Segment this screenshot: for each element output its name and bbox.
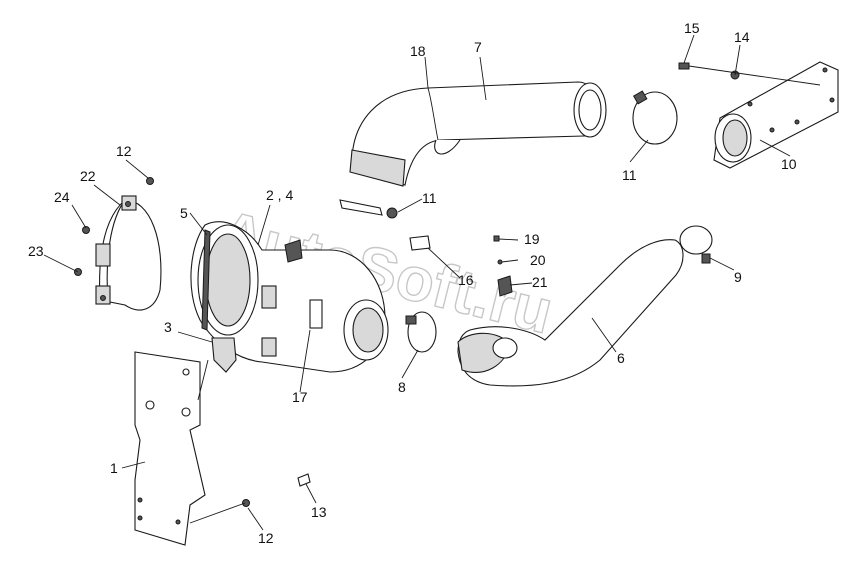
intake-hose-upper [349,81,607,187]
callout-5: 5 [180,205,188,221]
callout-23: 23 [28,243,44,259]
sensor-hardware [409,235,513,297]
callout-8: 8 [398,379,406,395]
dust-valve [211,337,237,373]
air-cleaner-housing [190,221,389,373]
callout-14: 14 [734,29,750,45]
hose-clamp-small [339,199,398,219]
callout-11-lower: 11 [422,190,437,206]
leader-lines [43,34,791,531]
callout-18: 18 [410,43,426,59]
mounting-band [74,177,162,311]
lower-fasteners [242,473,311,507]
callout-12-upper: 12 [116,143,132,159]
hose-clamp-upper [632,90,678,145]
callout-24: 24 [54,189,70,205]
callout-11-upper: 11 [622,167,637,183]
callout-17: 17 [292,389,308,405]
callout-2-4: 2 , 4 [266,187,293,203]
callout-19: 19 [524,231,540,247]
flange-plate [713,61,839,169]
callout-10: 10 [781,156,797,172]
mounting-bracket [134,351,206,546]
callout-15: 15 [684,20,700,36]
outlet-elbow [457,239,684,387]
callout-13: 13 [311,504,327,520]
callout-16: 16 [458,272,474,288]
callout-21: 21 [532,274,548,290]
outlet-clamp [405,311,437,353]
callout-12-lower: 12 [258,530,274,546]
callout-1: 1 [110,460,118,476]
callout-7: 7 [474,39,482,55]
callout-3: 3 [164,319,172,335]
callout-9: 9 [734,269,742,285]
callout-20: 20 [530,252,546,268]
callouts: 1 2 , 4 3 5 6 7 8 9 10 11 11 12 12 13 14… [28,20,797,546]
elbow-clamp [679,225,713,264]
callout-22: 22 [80,168,96,184]
callout-6: 6 [617,350,625,366]
